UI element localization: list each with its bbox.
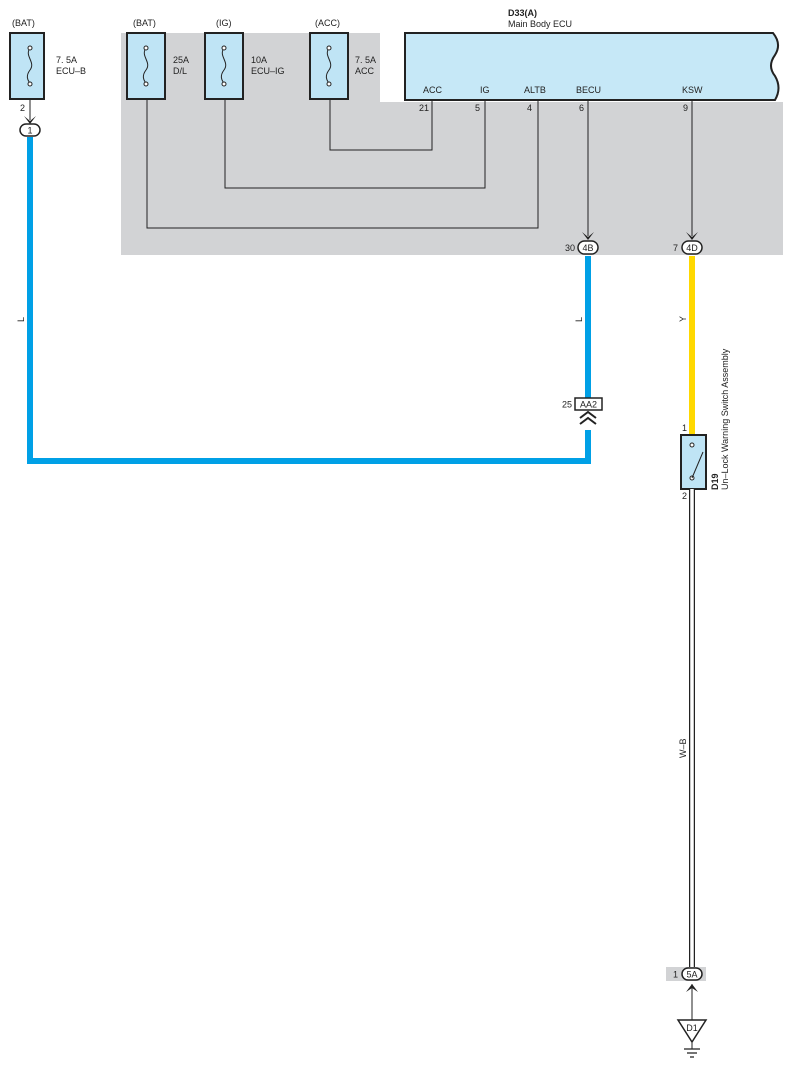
fuse2-symbol — [142, 47, 149, 85]
switch-pin-top: 1 — [682, 423, 687, 433]
terminal-becu-label: BECU — [576, 85, 601, 95]
fuse2-box — [126, 32, 166, 100]
connector-1-pill — [19, 123, 41, 137]
internal-wire-ig — [224, 100, 486, 189]
wire-ksw-color-label: Y — [678, 316, 688, 322]
junction-4b-pill — [577, 240, 599, 255]
fuse4-symbol — [325, 47, 332, 85]
internal-wire-acc — [329, 100, 433, 151]
connector-aa2-arrow-icon — [579, 410, 597, 425]
fuse3-node-top — [221, 45, 227, 51]
fuse3-name: ECU–IG — [251, 66, 285, 76]
connector-aa2-code: AA2 — [580, 400, 597, 410]
switch-contact — [691, 451, 704, 479]
fuse1-node-bottom — [27, 81, 33, 87]
fuse2-node-bottom — [143, 81, 149, 87]
junction-4d-code: 4D — [686, 243, 698, 253]
ground-icon — [684, 1048, 700, 1058]
connector-aa2-pin: 25 — [562, 400, 572, 410]
fuse2-node-top — [143, 45, 149, 51]
fuse3-box — [204, 32, 244, 100]
ground-code: D1 — [686, 1023, 698, 1033]
terminal-altb-pin: 4 — [527, 103, 532, 113]
fuse1-arrow-icon — [24, 116, 36, 124]
terminal-ig-label: IG — [480, 85, 490, 95]
fuse3-symbol — [220, 47, 227, 85]
terminal-acc-pin: 21 — [419, 103, 429, 113]
fuse2-name: D/L — [173, 66, 187, 76]
junction-4b-pin: 30 — [565, 243, 575, 253]
fuse1-node-top — [27, 45, 33, 51]
junction-5a-pill — [681, 967, 703, 981]
ecu-internal-area — [121, 33, 783, 255]
junction-5a-pin: 1 — [673, 970, 678, 980]
junction-5a-code: 5A — [686, 970, 697, 980]
fuse4-node-top — [326, 45, 332, 51]
terminal-ksw-pin: 9 — [683, 103, 688, 113]
fuse4-node-bottom — [326, 81, 332, 87]
connector-aa2-box — [574, 397, 603, 411]
terminal-acc-label: ACC — [423, 85, 443, 95]
fuse4-box — [309, 32, 349, 100]
fuse3-source: (IG) — [216, 18, 232, 28]
wire-ground-color-label: W–B — [678, 738, 688, 758]
terminal-ig-pin: 5 — [475, 103, 480, 113]
switch-node-top — [689, 442, 695, 448]
fuse2-source: (BAT) — [133, 18, 156, 28]
junction-4d-pill — [681, 240, 703, 255]
fuse1-name: ECU–B — [56, 66, 86, 76]
fuse3-node-bottom — [221, 81, 227, 87]
terminal-altb-label: ALTB — [524, 85, 546, 95]
fuse1-symbol — [26, 47, 33, 85]
fuse1-source: (BAT) — [12, 18, 35, 28]
fuse3-rating: 10A — [251, 55, 267, 65]
wire-left-color-label: L — [16, 317, 26, 322]
ground-triangle — [676, 1019, 708, 1044]
terminal-ksw-label: KSW — [682, 85, 703, 95]
fuse4-source: (ACC) — [315, 18, 340, 28]
switch-pin-bottom: 2 — [682, 491, 687, 501]
switch-name: Un–Lock Warning Switch Assembly — [720, 348, 730, 490]
fuse1-rating: 7. 5A — [56, 55, 77, 65]
ecu-box — [404, 32, 780, 101]
wire-becu-color-label: L — [574, 317, 584, 322]
junction-4d-arrow-icon — [686, 232, 698, 240]
fuse1-pin: 2 — [20, 103, 25, 113]
fuse4-rating: 7. 5A — [355, 55, 376, 65]
junction-4d-pin: 7 — [673, 243, 678, 253]
connector-1-label: 1 — [27, 126, 32, 136]
internal-wire-altb — [146, 100, 539, 229]
wire-l-left — [27, 137, 591, 464]
fuse1-box — [9, 32, 45, 100]
ecu-name: Main Body ECU — [508, 19, 572, 29]
junction-4b-arrow-icon — [582, 232, 594, 240]
fuse2-rating: 25A — [173, 55, 189, 65]
junction-4b-code: 4B — [582, 243, 593, 253]
ecu-code: D33(A) — [508, 8, 537, 18]
switch-code: D19 — [710, 473, 720, 490]
terminal-becu-pin: 6 — [579, 103, 584, 113]
fuse4-name: ACC — [355, 66, 375, 76]
